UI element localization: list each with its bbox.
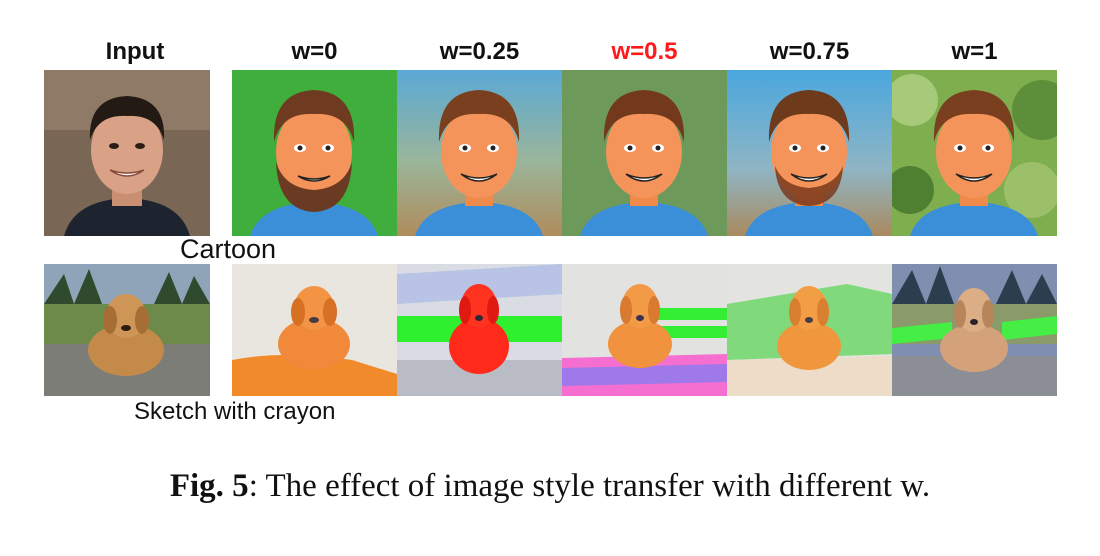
figure-caption: Fig. 5: The effect of image style transf… <box>0 468 1100 505</box>
cartoon-output-w075 <box>727 70 892 236</box>
figure-caption-text: : The effect of image style transfer wit… <box>248 468 931 504</box>
sketch-output-w025 <box>397 264 562 396</box>
cartoon-output-w05 <box>562 70 727 236</box>
figure-caption-label: Fig. 5 <box>169 468 249 504</box>
column-header-w05-highlighted: w=0.5 <box>611 38 678 65</box>
sketch-output-w1 <box>892 264 1057 396</box>
column-header-input: Input <box>105 38 165 65</box>
sketch-output-w05 <box>562 264 727 396</box>
cartoon-output-w025 <box>397 70 562 236</box>
column-header-w075: w=0.75 <box>769 38 850 65</box>
cartoon-output-w0 <box>232 70 397 236</box>
column-header-w0: w=0 <box>291 38 338 65</box>
column-header-w025: w=0.25 <box>439 38 520 65</box>
row-label-cartoon: Cartoon <box>180 234 277 264</box>
input-dog-photo <box>44 264 210 396</box>
sketch-output-w0 <box>232 264 397 396</box>
row-label-sketch-with-crayon: Sketch with crayon <box>134 398 336 425</box>
sketch-output-w075 <box>727 264 892 396</box>
cartoon-output-w1 <box>892 70 1057 236</box>
column-header-w1: w=1 <box>951 38 998 65</box>
input-portrait-photo <box>44 70 210 236</box>
